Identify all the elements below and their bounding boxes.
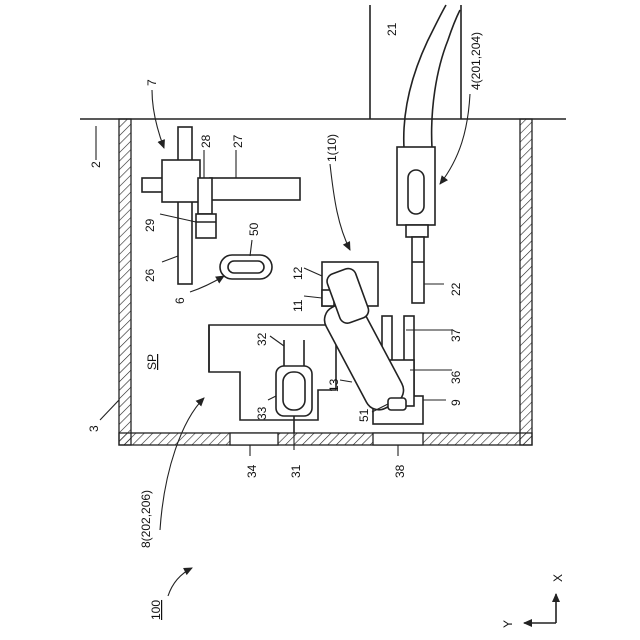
label-21: 21 [385, 22, 399, 36]
floor-opening-38 [373, 433, 423, 445]
cable-21-b [432, 10, 460, 148]
label-3: 3 [87, 425, 101, 432]
label-2: 2 [89, 161, 103, 168]
axis-y-label: Y [501, 620, 515, 628]
arm-27 [210, 178, 300, 200]
label-4: 4(201,204) [469, 32, 483, 90]
label-1-10: 1(10) [325, 134, 339, 162]
head-4-neck [406, 225, 428, 237]
label-6: 6 [173, 297, 187, 304]
shaft-22 [412, 237, 424, 303]
label-33: 33 [255, 406, 269, 420]
label-32: 32 [255, 332, 269, 346]
label-29: 29 [143, 218, 157, 232]
label-50: 50 [247, 222, 261, 236]
label-11: 11 [291, 299, 305, 312]
bracket-left [142, 178, 164, 192]
label-13: 13 [327, 378, 341, 392]
plug-51 [388, 398, 406, 410]
cable-21 [404, 5, 446, 148]
post-26 [178, 127, 192, 284]
label-37: 37 [449, 328, 463, 342]
label-36: 36 [449, 370, 463, 384]
socket-31 [283, 372, 305, 410]
label-28: 28 [199, 134, 213, 148]
hub [162, 160, 200, 202]
label-100: 100 [149, 600, 163, 620]
label-38: 38 [393, 464, 407, 478]
floor-opening-34 [230, 433, 278, 445]
label-7: 7 [145, 79, 159, 86]
label-8: 8(202,206) [139, 490, 153, 548]
label-26: 26 [143, 268, 157, 282]
clamp-28 [198, 178, 212, 214]
head-4-slot [408, 170, 424, 214]
label-9: 9 [449, 399, 463, 406]
label-34: 34 [245, 464, 259, 478]
label-51: 51 [357, 408, 371, 422]
label-27: 27 [231, 134, 245, 148]
axis-x-label: X [551, 574, 565, 582]
label-sp: SP [145, 354, 159, 370]
label-12: 12 [291, 266, 305, 280]
plate-8 [209, 325, 336, 420]
part-50-inner [228, 261, 264, 273]
part-29 [196, 214, 216, 238]
label-22: 22 [449, 282, 463, 296]
label-31: 31 [289, 464, 303, 478]
coordinate-axes [524, 594, 556, 623]
